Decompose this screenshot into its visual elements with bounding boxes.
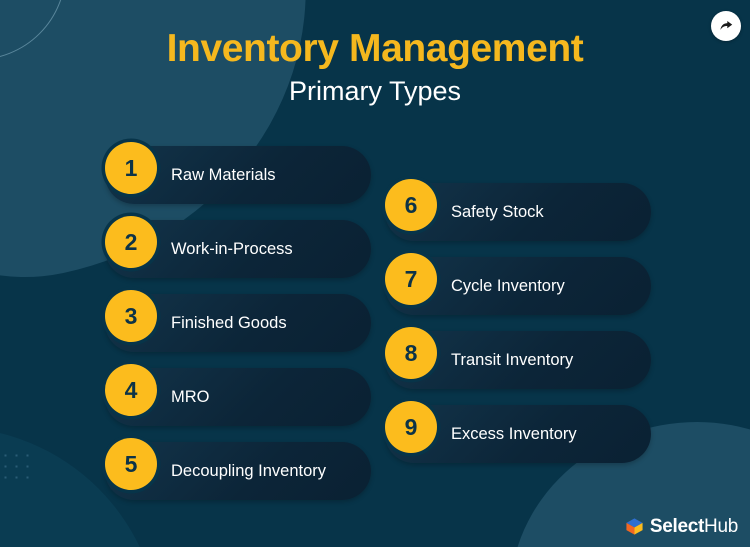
list-item-number-badge: 9 [385,401,437,453]
list-item-number: 5 [124,450,138,477]
list-item[interactable]: 9 Excess Inventory [385,401,651,463]
page-subtitle: Primary Types [288,76,462,107]
logo-name-bold: Select [649,516,705,537]
list-item[interactable]: 4 MRO [105,364,371,426]
list-item-number: 4 [124,376,138,403]
list-item-number: 2 [124,228,138,255]
share-arrow-icon [718,18,734,34]
selecthub-wordmark: SelectHub [650,517,738,536]
list-item-label: Finished Goods [171,313,287,332]
list-item-number-badge: 2 [105,216,157,268]
list-item[interactable]: 2 Work-in-Process [105,216,371,278]
selecthub-logo[interactable]: SelectHub [625,517,738,536]
list-item-number-badge: 7 [385,253,437,305]
list-item-number-badge: 8 [385,327,437,379]
list-item-number: 1 [124,154,138,181]
list-item-number: 7 [404,265,418,292]
header: Inventory Management Primary Types [0,26,750,108]
list-item-number-badge: 4 [105,364,157,416]
list-item-label: Excess Inventory [451,424,577,443]
list-item[interactable]: 5 Decoupling Inventory [105,438,371,500]
list-item-label: MRO [171,387,210,406]
list-item-label: Raw Materials [171,165,276,184]
list-item[interactable]: 1 Raw Materials [105,142,371,204]
list-item-number-badge: 5 [105,438,157,490]
list-item-number-badge: 6 [385,179,437,231]
list-item-number: 9 [404,413,418,440]
list-item[interactable]: 7 Cycle Inventory [385,253,651,315]
list-item[interactable]: 3 Finished Goods [105,290,371,352]
list-item-number: 8 [404,339,418,366]
list-column-left: 1 Raw Materials 2 Work-in-Process 3 Fini… [105,142,371,500]
list-item-label: Decoupling Inventory [171,461,327,480]
selecthub-cube-icon [625,517,644,536]
list-item-label: Cycle Inventory [451,276,565,295]
page-title: Inventory Management [166,27,584,70]
list-item-label: Transit Inventory [451,350,574,369]
list-item-label: Safety Stock [451,202,544,221]
list-item[interactable]: 8 Transit Inventory [385,327,651,389]
list-column-right: 6 Safety Stock 7 Cycle Inventory 8 Trans… [385,179,651,463]
decorative-dot-grid [0,450,30,484]
list-item-number: 3 [124,302,138,329]
logo-name-light: Hub [704,516,738,537]
list-item-number-badge: 3 [105,290,157,342]
list-item-number: 6 [404,191,418,218]
list-item[interactable]: 6 Safety Stock [385,179,651,241]
list-item-number-badge: 1 [105,142,157,194]
list-item-label: Work-in-Process [171,239,293,258]
share-button[interactable] [711,11,741,41]
